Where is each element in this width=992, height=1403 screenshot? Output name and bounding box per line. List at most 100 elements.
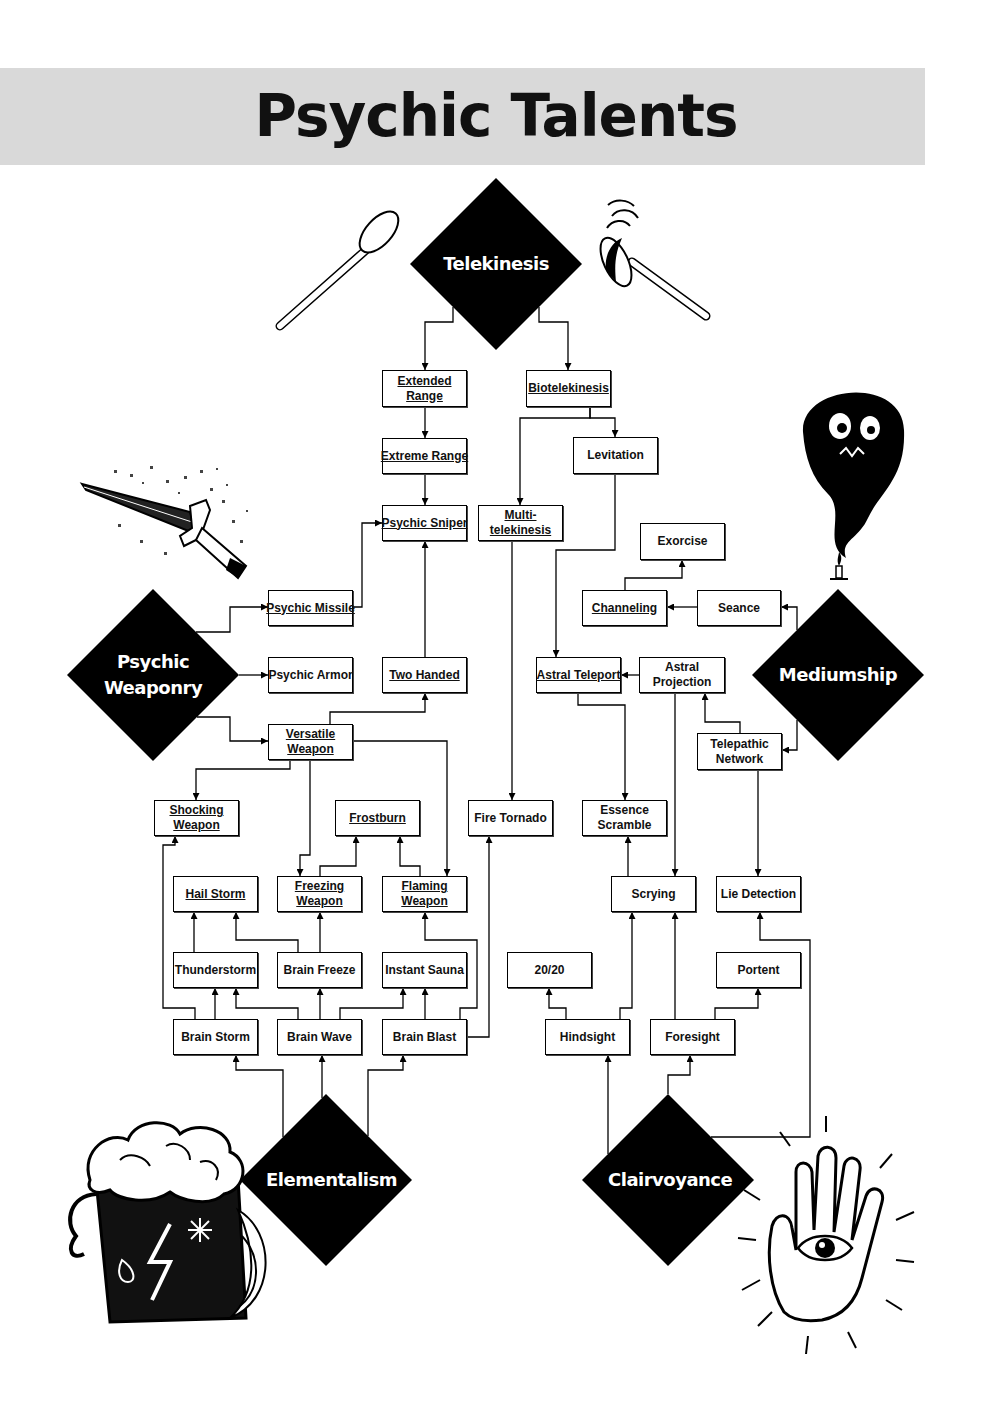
talent-label: Psychic Sniper xyxy=(381,516,467,531)
connector-arrow xyxy=(353,523,382,607)
category-diamond: Clairvoyance xyxy=(582,1094,754,1266)
connector-arrow xyxy=(368,1055,403,1136)
talent-box: Scrying xyxy=(611,876,696,912)
talent-label: Thunderstorm xyxy=(175,963,256,978)
category-label: Clairvoyance xyxy=(608,1167,728,1193)
talent-label: Brain Freeze xyxy=(283,963,355,978)
talent-label: Levitation xyxy=(587,448,644,463)
talent-box: Flaming Weapon xyxy=(382,876,467,912)
connector-arrow xyxy=(757,770,758,876)
talent-box: Astral Projection xyxy=(639,657,725,693)
talent-label: Astral Teleport xyxy=(537,668,621,683)
category-diamond: Elementalism xyxy=(240,1094,412,1266)
talent-label: Brain Storm xyxy=(181,1030,250,1045)
ghost xyxy=(803,393,904,579)
connector-arrow xyxy=(621,674,639,675)
talent-label: Portent xyxy=(738,963,780,978)
talent-label: Hail Storm xyxy=(185,887,245,902)
talent-label: Freezing Weapon xyxy=(280,879,359,909)
connector-arrow xyxy=(424,541,425,657)
category-label: Psychic Weaponry xyxy=(93,649,213,701)
talent-label: Multi-telekinesis xyxy=(481,508,560,538)
connector-arrow xyxy=(620,912,632,1019)
connector-arrow xyxy=(193,912,194,952)
talent-label: Biotelekinesis xyxy=(528,381,609,396)
talent-box: Levitation xyxy=(573,437,658,474)
talent-label: Brain Wave xyxy=(287,1030,352,1045)
talent-label: Shocking Weapon xyxy=(157,803,236,833)
category-label: Mediumship xyxy=(778,662,898,688)
connector-arrow xyxy=(668,1055,690,1094)
connector-arrow xyxy=(578,693,625,800)
talent-box: Brain Freeze xyxy=(277,952,362,988)
brain-mug xyxy=(70,1123,265,1322)
talent-label: Fire Tornado xyxy=(474,811,546,826)
talent-box: Channeling xyxy=(582,590,667,626)
talent-label: 20/20 xyxy=(534,963,564,978)
connector-arrow xyxy=(424,988,425,1019)
connector-arrow xyxy=(625,560,682,590)
connector-arrow xyxy=(196,760,290,800)
talent-label: Psychic Armor xyxy=(268,668,352,683)
eye-hand xyxy=(738,1116,914,1354)
talent-box: Instant Sauna xyxy=(382,952,467,988)
connector-arrow xyxy=(424,407,425,438)
talent-box: Hail Storm xyxy=(173,876,258,912)
talent-label: Essence Scramble xyxy=(585,803,664,833)
talent-label: Flaming Weapon xyxy=(385,879,464,909)
talent-box: Versatile Weapon xyxy=(268,724,353,760)
connector-arrow xyxy=(511,541,512,800)
connector-arrow xyxy=(340,988,403,1019)
talent-box: Essence Scramble xyxy=(582,800,667,836)
talent-label: Brain Blast xyxy=(393,1030,456,1045)
talent-box: Shocking Weapon xyxy=(154,800,239,836)
connector-arrow xyxy=(549,988,566,1019)
talent-label: Telepathic Network xyxy=(700,737,779,767)
connector-arrow xyxy=(400,836,420,876)
talent-box: 20/20 xyxy=(507,952,592,988)
talent-label: Extended Range xyxy=(385,374,464,404)
talent-label: Extreme Range xyxy=(381,449,468,464)
connector-arrow xyxy=(236,988,298,1019)
spoon-left xyxy=(280,205,405,326)
connector-arrow xyxy=(674,912,675,1019)
talent-box: Extended Range xyxy=(382,370,467,407)
category-label: Telekinesis xyxy=(436,251,556,277)
connector-arrow xyxy=(236,1055,283,1137)
diamond-shape xyxy=(67,589,239,761)
category-label: Elementalism xyxy=(266,1167,386,1193)
talent-box: Hindsight xyxy=(545,1019,630,1055)
connector-arrow xyxy=(319,988,320,1019)
talent-box: Freezing Weapon xyxy=(277,876,362,912)
connector-arrow xyxy=(424,474,425,505)
talent-label: Seance xyxy=(718,601,760,616)
connector-arrow xyxy=(715,988,758,1019)
talent-box: Astral Teleport xyxy=(536,657,621,693)
talent-box: Extreme Range xyxy=(382,438,467,474)
connector-arrow xyxy=(330,693,425,724)
category-diamond: Psychic Weaponry xyxy=(67,589,239,761)
talent-box: Multi-telekinesis xyxy=(478,505,563,541)
connector-arrow xyxy=(667,606,697,607)
connector-arrow xyxy=(321,1055,322,1098)
talent-box: Two Handed xyxy=(382,657,467,693)
dagger xyxy=(82,466,248,578)
talent-box: Foresight xyxy=(650,1019,735,1055)
talent-box: Psychic Missile xyxy=(268,590,353,626)
talent-label: Lie Detection xyxy=(721,887,796,902)
talent-box: Fire Tornado xyxy=(468,800,553,836)
category-diamond: Telekinesis xyxy=(410,178,582,350)
talent-label: Versatile Weapon xyxy=(271,727,350,757)
talent-box: Psychic Sniper xyxy=(382,505,467,541)
connector-arrow xyxy=(425,307,453,370)
talent-label: Scrying xyxy=(631,887,675,902)
connector-arrow xyxy=(196,607,268,632)
connector-arrow xyxy=(214,988,215,1019)
talent-box: Psychic Armor xyxy=(268,657,353,693)
diagram-title: Psychic Talents xyxy=(0,68,992,165)
talent-box: Exorcise xyxy=(640,523,725,560)
connector-arrow xyxy=(782,720,797,750)
talent-box: Biotelekinesis xyxy=(526,370,611,407)
talent-box: Thunderstorm xyxy=(173,952,258,988)
talent-box: Seance xyxy=(697,590,781,626)
